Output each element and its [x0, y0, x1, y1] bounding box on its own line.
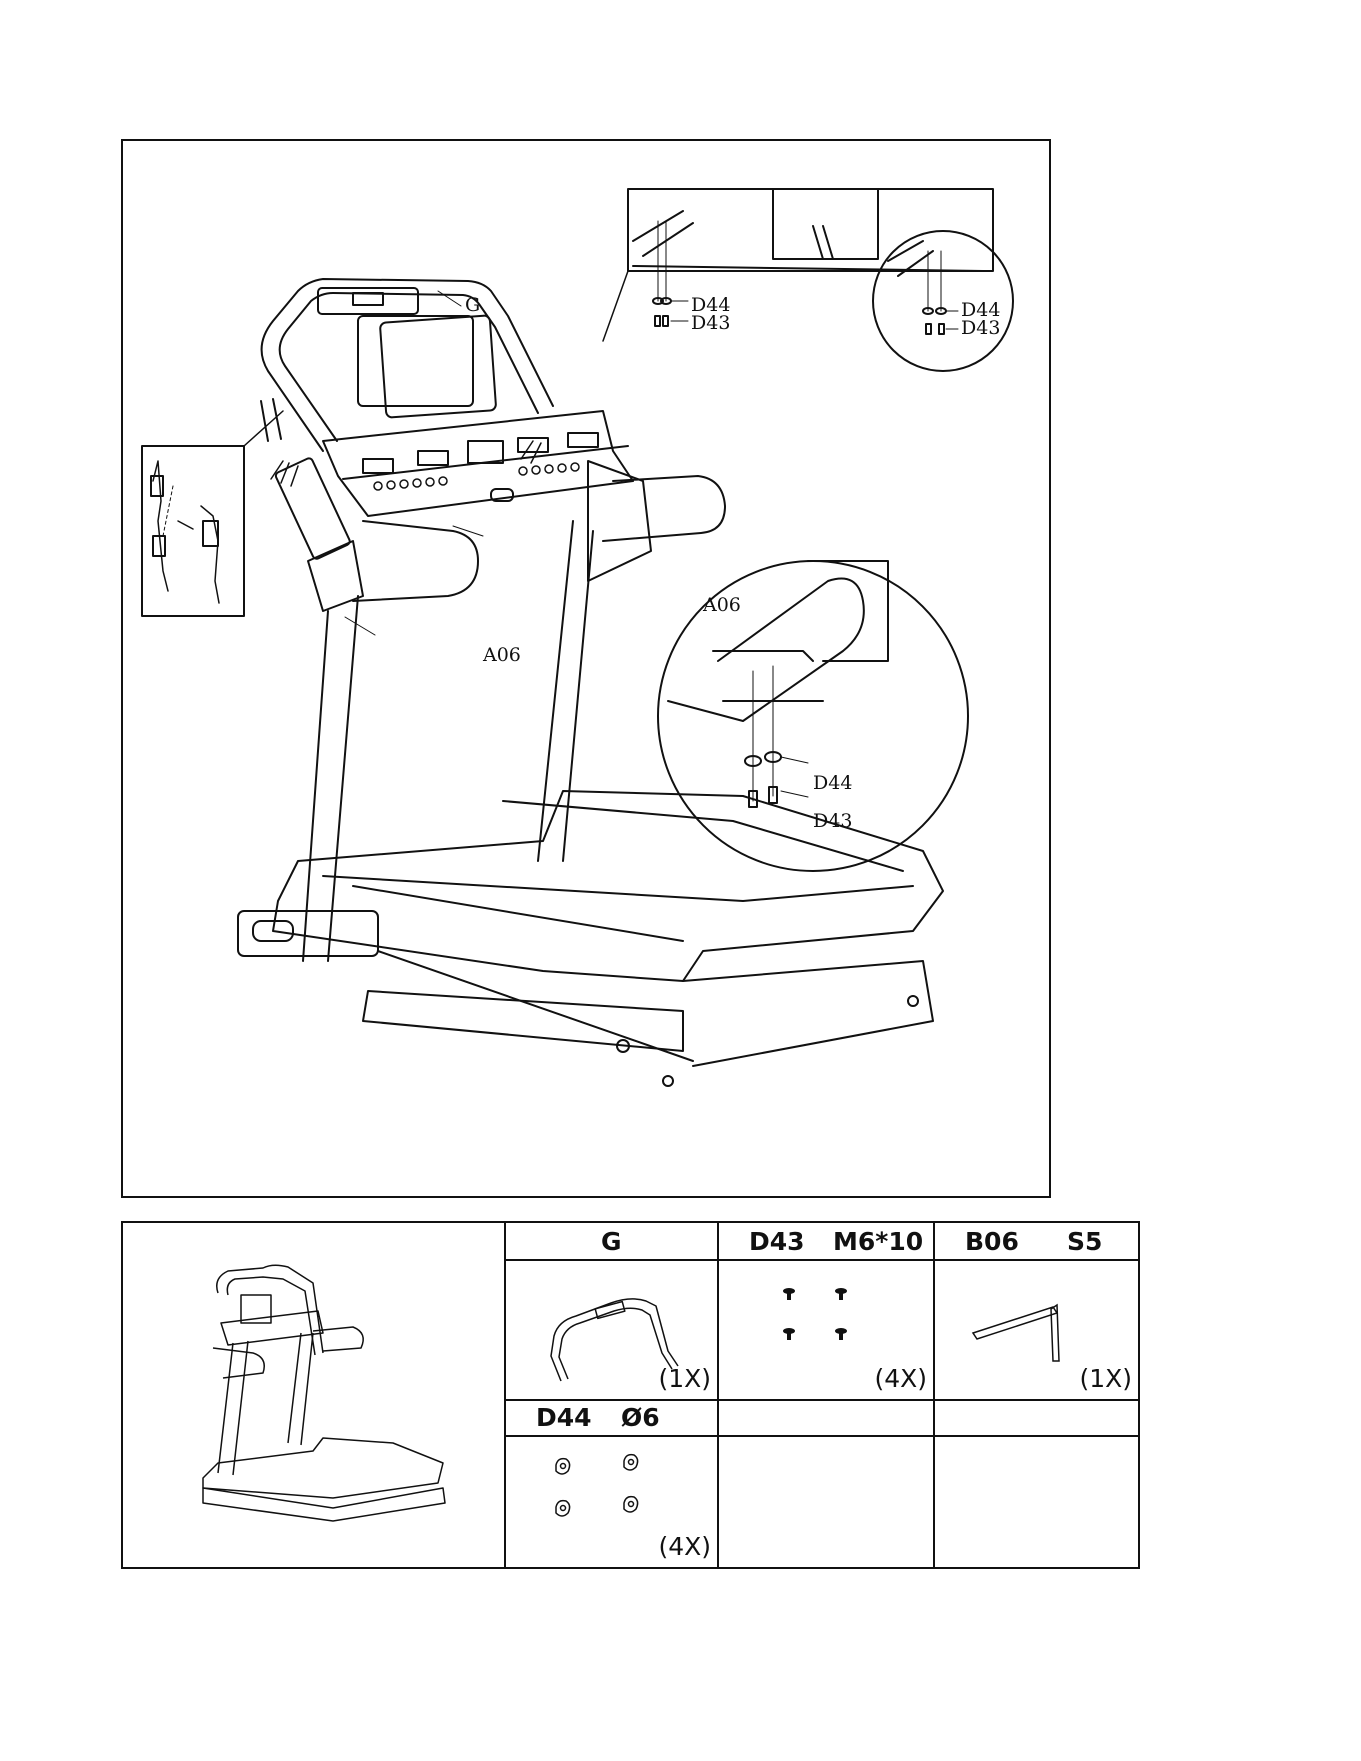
part-cell-empty	[935, 1437, 1138, 1567]
part-spec: S5	[1067, 1227, 1102, 1256]
part-header-g: G	[506, 1223, 717, 1259]
handlebar-g-drawing	[261, 279, 553, 451]
callout-a06-left: A06	[482, 644, 521, 666]
part-qty: (4X)	[874, 1364, 927, 1393]
part-code: D43	[749, 1227, 805, 1256]
part-qty: (1X)	[1079, 1364, 1132, 1393]
part-cell-g: (1X)	[506, 1261, 717, 1399]
part-code: G	[601, 1227, 622, 1256]
part-cell-empty	[719, 1437, 933, 1567]
part-cell-d44: (4X)	[506, 1437, 717, 1567]
treadmill-preview	[123, 1223, 506, 1567]
part-header-d43: D43 M6*10	[719, 1223, 933, 1259]
part-qty: (1X)	[658, 1364, 711, 1393]
wire-connection-detail	[142, 411, 283, 616]
callout-d43-top-detail: D43	[691, 312, 730, 334]
callout-a06-right: A06	[702, 594, 741, 616]
part-spec: Ø6	[621, 1403, 660, 1432]
part-header-d44: D44 Ø6	[506, 1401, 717, 1435]
assembly-illustration: G A06 A06 D44 D43 D44 D43 D44 D43	[121, 139, 1051, 1198]
part-code: B06	[965, 1227, 1019, 1256]
part-header-b06: B06 S5	[935, 1223, 1138, 1259]
part-cell-d43: (4X)	[719, 1261, 933, 1399]
bolt-detail-top	[603, 189, 993, 341]
callout-d43-big-circle: D43	[813, 810, 852, 832]
treadmill-drawing: G A06 A06 D44 D43 D44 D43 D44 D43	[123, 141, 1053, 1200]
callout-d44-big-circle: D44	[813, 772, 852, 794]
part-spec: M6*10	[833, 1227, 923, 1256]
part-code: D44	[536, 1403, 592, 1432]
part-cell-b06: (1X)	[935, 1261, 1138, 1399]
callout-g: G	[465, 294, 480, 316]
parts-table: G D43 M6*10 B06 S5 D44 Ø6 (1X) (4X)	[121, 1221, 1140, 1569]
part-qty: (4X)	[658, 1532, 711, 1561]
callout-d43-top-circle: D43	[961, 317, 1000, 339]
